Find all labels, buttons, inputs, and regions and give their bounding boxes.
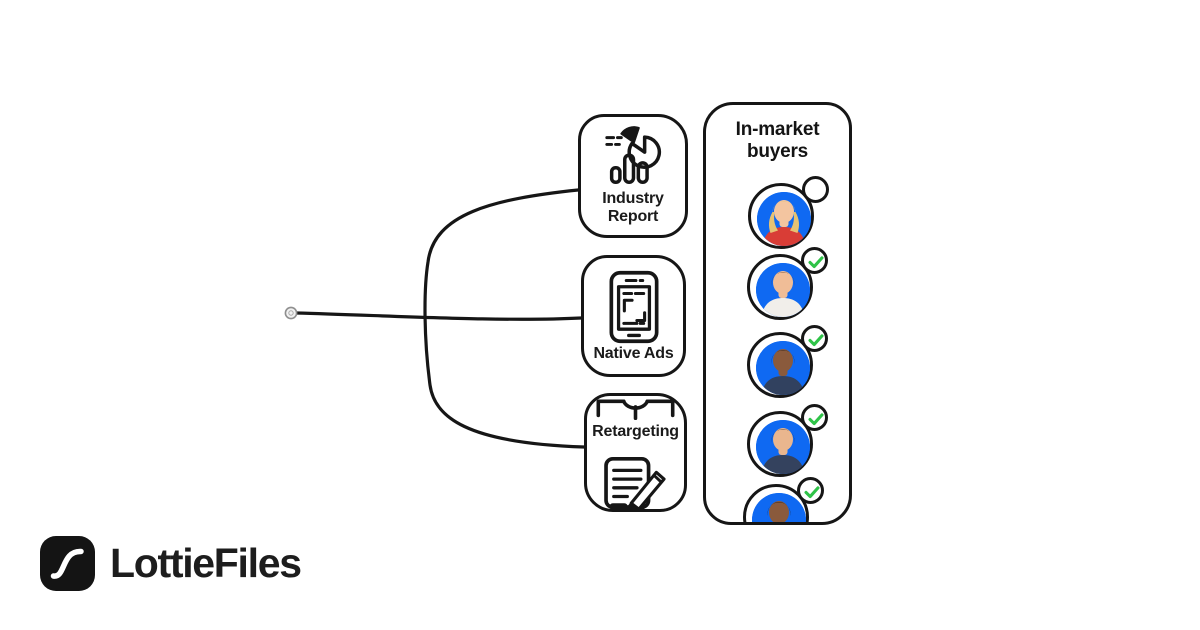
buyer-avatar-ring xyxy=(748,183,814,249)
buyer-avatar xyxy=(756,341,810,395)
person-portrait xyxy=(752,493,806,522)
connector-industry-retargeting xyxy=(423,188,586,449)
buyer-row xyxy=(747,404,828,477)
smartphone-ad-icon xyxy=(609,270,658,344)
buyer-row xyxy=(743,477,824,522)
buyer-row xyxy=(748,176,829,249)
buyer-avatar xyxy=(757,192,811,246)
buyer-row xyxy=(747,247,828,320)
buyers-list xyxy=(706,105,849,522)
check-badge xyxy=(801,404,828,431)
node-native-ads: Native Ads xyxy=(581,255,686,377)
person-portrait xyxy=(756,341,810,395)
node-label-industry-report: Industry Report xyxy=(602,190,664,225)
lottiefiles-logo: LottieFiles xyxy=(40,536,302,591)
check-badge xyxy=(801,247,828,274)
lottie-swoosh-icon xyxy=(40,536,95,591)
node-industry-report: Industry Report xyxy=(578,114,688,238)
check-badge xyxy=(801,325,828,352)
in-market-buyers-panel: In-market buyers xyxy=(703,102,852,525)
person-portrait xyxy=(757,192,811,246)
node-label-native-ads: Native Ads xyxy=(593,345,674,362)
buyer-avatar xyxy=(756,263,810,317)
check-badge xyxy=(797,477,824,504)
panel-title: In-market buyers xyxy=(735,119,820,163)
person-portrait xyxy=(756,420,810,474)
node-retargeting: Retargeting xyxy=(584,393,687,512)
node-label-retargeting: Retargeting xyxy=(592,423,679,440)
buyer-avatar xyxy=(756,420,810,474)
check-icon xyxy=(808,334,824,347)
check-badge xyxy=(802,176,829,203)
check-icon xyxy=(808,256,824,269)
clipboard-clip-icon xyxy=(596,399,675,420)
logo-wordmark: LottieFiles xyxy=(110,540,302,586)
start-dot-icon xyxy=(284,306,298,320)
buyer-avatar-ring xyxy=(747,254,813,320)
document-pencil-icon xyxy=(603,456,666,511)
check-icon xyxy=(808,413,824,426)
buyer-row xyxy=(747,325,828,398)
person-portrait xyxy=(756,263,810,317)
bar-pie-chart-icon xyxy=(605,126,662,185)
buyer-avatar-ring xyxy=(747,332,813,398)
check-icon xyxy=(804,486,820,499)
connector-to-native xyxy=(294,311,583,321)
